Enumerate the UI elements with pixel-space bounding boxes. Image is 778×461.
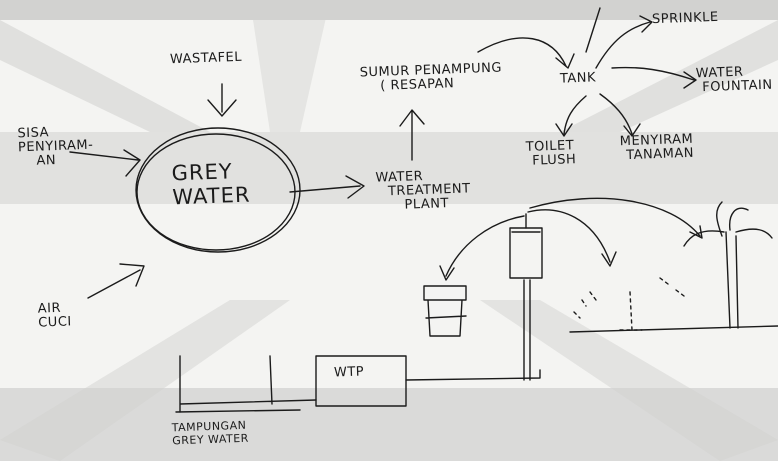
label-fountain-line2: FOUNTAIN bbox=[696, 79, 773, 96]
arrow-to-wtp bbox=[290, 176, 364, 198]
label-tank: TANK bbox=[560, 71, 597, 86]
illustration-sprinkler bbox=[574, 278, 684, 330]
label-wtp-box: WTP bbox=[334, 365, 365, 380]
illustration-tank bbox=[510, 228, 542, 278]
label-sprinkle: SPRINKLE bbox=[652, 11, 719, 27]
label-sisa-line3: AN bbox=[18, 153, 94, 170]
arrow-tank-toilet bbox=[556, 96, 586, 136]
arrow-tank-fountain bbox=[612, 68, 696, 89]
label-toilet-line2: FLUSH bbox=[526, 153, 577, 169]
label-water-treatment-plant: WATER TREATMENT PLANT bbox=[375, 168, 471, 213]
label-water-fountain: WATER FOUNTAIN bbox=[696, 65, 773, 96]
label-tampungan-line2: GREY WATER bbox=[172, 432, 249, 448]
label-sumur-penampung: SUMUR PENAMPUNG ( RESAPAN bbox=[360, 62, 503, 95]
wtp-box bbox=[316, 356, 406, 406]
arrow-wastafel bbox=[208, 84, 236, 116]
arrow-tank-sprinkle bbox=[596, 16, 652, 68]
label-menyiram-line2: TANAMAN bbox=[620, 147, 694, 164]
illustration-toilet bbox=[424, 286, 466, 336]
arrow-to-sumur bbox=[400, 110, 424, 160]
label-grey-line1: GREY bbox=[171, 159, 250, 186]
label-air-line2: CUCI bbox=[38, 315, 72, 330]
label-grey-line2: WATER bbox=[172, 183, 251, 210]
label-wastafel: WASTAFEL bbox=[170, 51, 242, 68]
label-grey-water: GREY WATER bbox=[171, 159, 251, 210]
label-toilet-flush: TOILET FLUSH bbox=[526, 139, 577, 169]
arrow-tank-menyiram bbox=[600, 94, 640, 136]
label-air-cuci: AIR CUCI bbox=[38, 301, 72, 330]
arrow-air-cuci bbox=[88, 264, 144, 298]
illustration-tree bbox=[684, 202, 772, 328]
label-tampungan-grey-water: TAMPUNGAN GREY WATER bbox=[172, 419, 249, 448]
label-menyiram-tanaman: MENYIRAM TANAMAN bbox=[620, 133, 695, 164]
label-sisa-penyiraman: SISA PENYIRAM- AN bbox=[17, 125, 94, 170]
